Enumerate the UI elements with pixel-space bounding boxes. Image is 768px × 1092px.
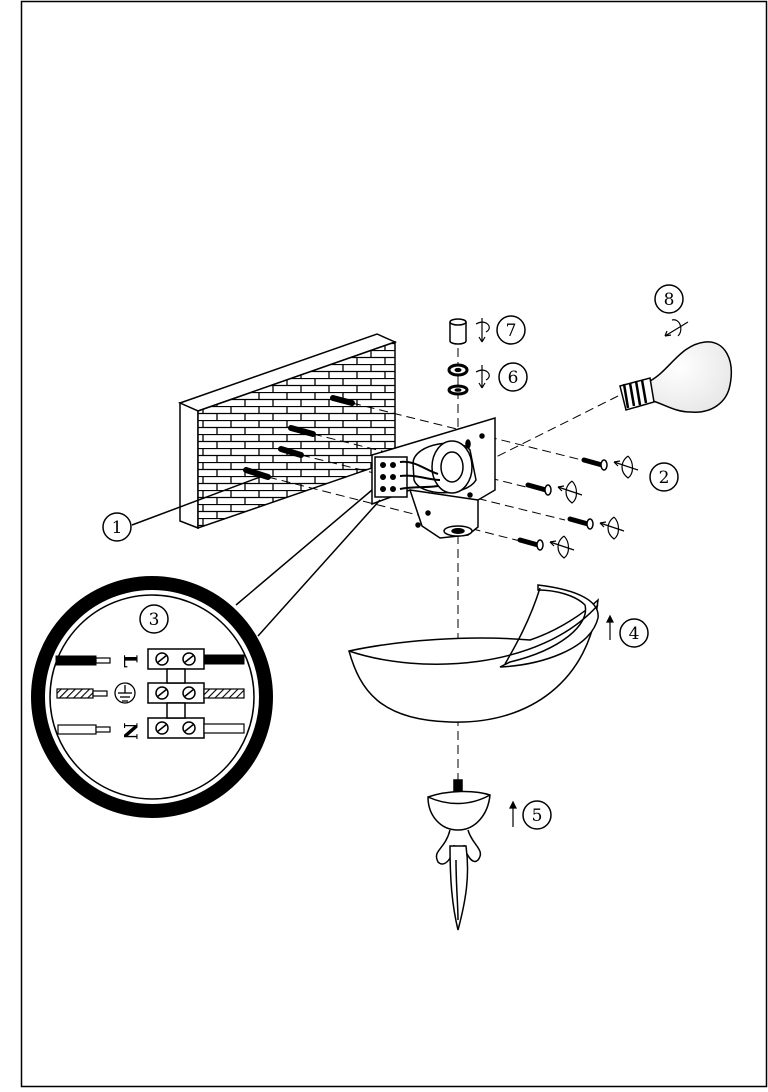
terminal-label-neutral: N [119,722,141,739]
callout-2-label: 2 [659,468,670,488]
terminal-screws [155,652,196,735]
callout-2: 2 [649,462,679,492]
rotate-arrow-icons-top [475,318,490,389]
callout-3-label: 3 [149,610,160,630]
callout-6: 6 [498,362,528,392]
bulb-rotate-arrow-icon [664,319,689,337]
shade-up-arrow-icon [606,614,614,640]
rotate-arrow-icons [549,455,639,559]
brick-wall [177,333,398,530]
earth-wire [56,688,245,699]
callout-5-label: 5 [532,806,543,826]
callout-1: 1 [102,512,132,542]
callout-8-label: 8 [664,290,675,310]
glass-shade [348,584,599,723]
callout-4-label: 4 [629,624,640,644]
callout-7-label: 7 [506,321,517,341]
terminal-label-live: L [119,654,141,667]
screws [517,457,608,551]
finial-up-arrow-icon [509,800,517,827]
callout-1-label: 1 [112,518,123,538]
callout-3: 3 [139,604,169,634]
callout-5: 5 [522,800,552,830]
zoom-lines [235,489,381,637]
mounting-bracket [371,416,496,539]
cap-part [449,318,467,345]
leader-line-1 [131,476,261,526]
earth-ground-icon [114,682,136,704]
wall-anchors [243,395,355,480]
nut-washer-part [447,363,469,396]
neutral-wire [57,723,245,735]
callout-7: 7 [496,315,526,345]
callout-6-label: 6 [508,368,519,388]
callout-4: 4 [619,618,649,648]
page-frame [20,0,768,1088]
wiring-detail: L N [31,576,273,818]
live-wire [55,654,245,666]
light-bulb [619,341,732,413]
callout-8: 8 [654,284,684,314]
finial-part [427,779,491,931]
